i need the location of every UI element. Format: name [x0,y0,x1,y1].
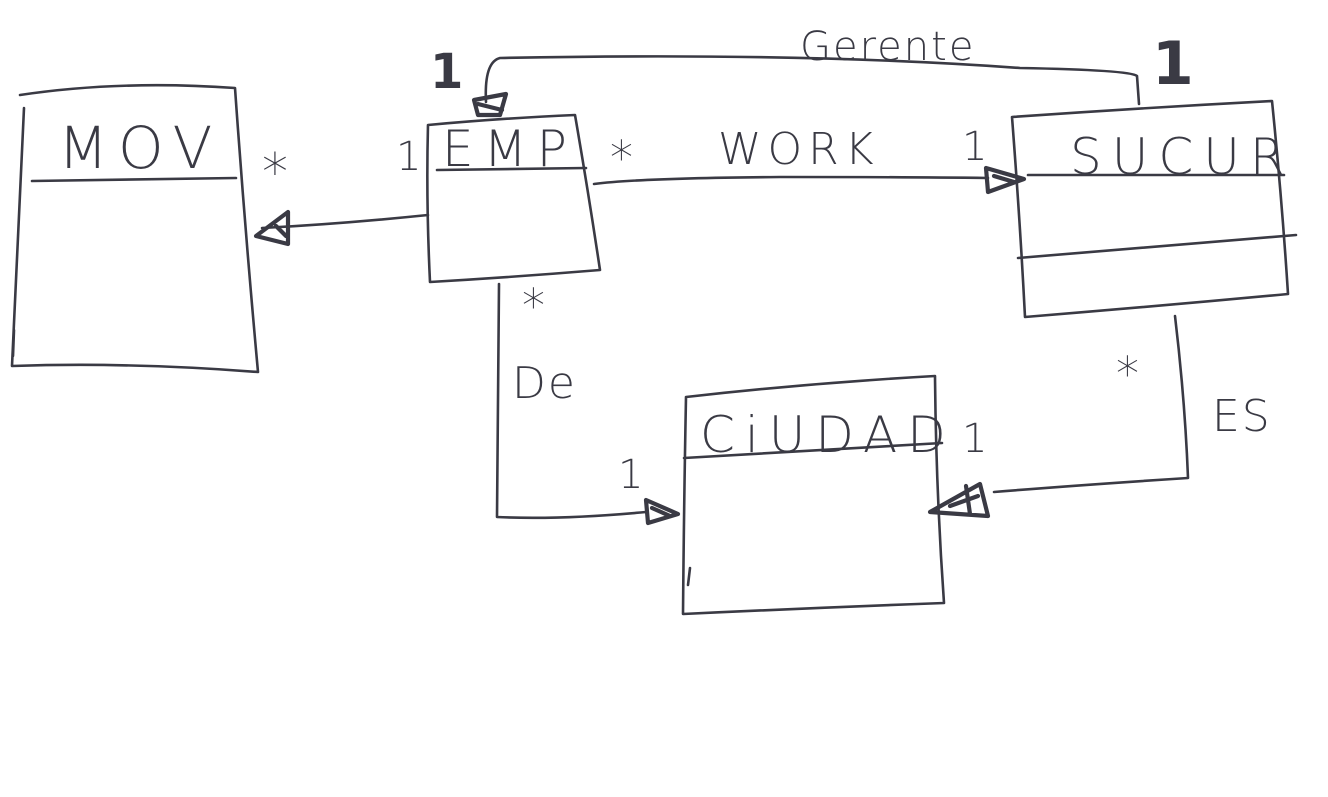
work-label: WORK [718,124,880,175]
relationship-gerente[interactable]: Gerente 1 1 [430,24,1194,118]
relationship-de[interactable]: De * 1 [495,279,681,526]
gerente-emp-end-marker [471,91,509,118]
work-line [592,175,990,186]
mov-emp-mov-end-marker [253,209,291,247]
entity-sucur-divider-bottom [1016,233,1298,260]
es-line [992,314,1190,494]
entity-emp[interactable]: EMP [426,113,602,284]
relationship-work[interactable]: WORK * 1 [592,124,1027,195]
es-label: ES [1212,391,1272,442]
entity-mov-frame [10,83,260,374]
entity-emp-divider [435,166,588,172]
de-line [495,282,648,520]
work-emp-multiplicity: * [610,131,633,185]
entity-cidad-divider [682,441,944,460]
entity-cidad[interactable]: CiUDAD [681,374,956,616]
de-cidad-multiplicity: 1 [618,452,643,498]
entity-emp-title: EMP [442,120,577,178]
entity-cidad-title: CiUDAD [700,406,956,464]
entity-mov-divider [30,176,238,183]
es-cidad-multiplicity: 1 [962,416,987,462]
mov-emp-line [260,213,430,230]
entity-sucur[interactable]: SUCUR [1010,99,1298,319]
relationship-es[interactable]: ES * 1 [927,314,1272,519]
de-cidad-end-marker [643,497,681,526]
gerente-emp-multiplicity: 1 [430,44,463,100]
mov-emp-mov-multiplicity: * [262,143,288,203]
entity-emp-frame [426,113,602,284]
entity-sucur-title: SUCUR [1070,128,1295,186]
entity-mov-title: MOV [58,114,222,182]
entity-mov[interactable]: MOV [10,83,260,374]
entity-cidad-frame [681,374,946,616]
de-label: De [512,358,577,409]
mov-emp-emp-multiplicity: 1 [396,134,421,180]
relationship-mov-emp[interactable]: * 1 [253,134,430,247]
work-sucur-end-marker [983,165,1027,195]
de-emp-multiplicity: * [522,279,545,333]
es-cidad-end-marker [927,481,991,519]
gerente-sucur-multiplicity: 1 [1152,29,1194,99]
gerente-label: Gerente [800,24,975,70]
work-sucur-multiplicity: 1 [962,124,987,170]
gerente-line [484,55,1141,106]
es-sucur-multiplicity: * [1116,347,1139,401]
entity-sucur-frame [1010,99,1290,319]
